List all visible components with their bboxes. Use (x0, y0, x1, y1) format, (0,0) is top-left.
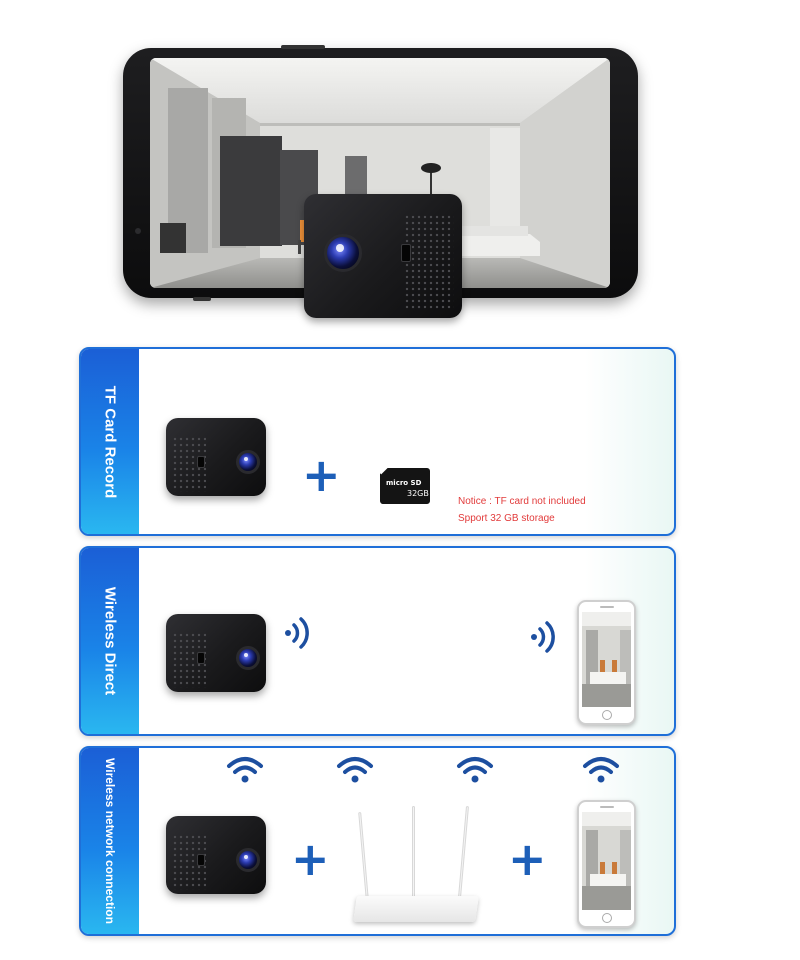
router-antenna (412, 806, 415, 898)
micro-sd-card: micro SD 32GB (380, 468, 430, 504)
plus-icon: + (291, 832, 330, 886)
card-tab: TF Card Record (81, 349, 139, 534)
plus-icon: + (508, 832, 547, 886)
phone-volume-button (193, 297, 211, 301)
camera-lens (236, 646, 260, 670)
living-room-image (150, 58, 610, 288)
camera-lens (236, 450, 260, 474)
room-thumbnail (582, 612, 631, 707)
hero-screen-livefeed (150, 58, 610, 288)
camera-usb-port (197, 854, 205, 866)
camera-lens (236, 848, 260, 872)
phone-speaker (599, 606, 614, 608)
camera-cube (166, 418, 266, 496)
card-tab: Wireless Direct (81, 548, 139, 734)
notice-text: Notice : TF card not included (458, 496, 586, 507)
signal-wave-icon (531, 621, 555, 653)
wifi-icon (337, 757, 373, 783)
card-title: TF Card Record (101, 385, 119, 498)
camera-cube (166, 816, 266, 894)
card-title: Wireless network connection (103, 758, 117, 924)
card-tab: Wireless network connection (81, 748, 139, 934)
phone-screen (582, 612, 631, 707)
camera-usb-port (401, 244, 411, 262)
camera-usb-port (197, 456, 205, 468)
phone-home-button (601, 913, 612, 923)
phone-front-camera (135, 228, 141, 234)
camera-cube (166, 614, 266, 692)
phone-screen (582, 812, 631, 910)
storage-text: Spport 32 GB storage (458, 513, 555, 524)
hero-phone (123, 45, 638, 301)
camera-lens (324, 234, 362, 272)
wifi-icon (583, 757, 619, 783)
smartphone-icon (577, 800, 636, 928)
plus-icon: + (302, 448, 341, 502)
signal-wave-icon (285, 617, 309, 649)
phone-home-button (601, 710, 612, 720)
wifi-icon (227, 757, 263, 783)
sd-card-capacity: 32GB (407, 489, 429, 498)
camera-grille (404, 214, 454, 309)
sd-card-brand: micro SD (386, 479, 422, 487)
camera-usb-port (197, 652, 205, 664)
phone-power-button (281, 45, 325, 49)
room-thumbnail (582, 812, 631, 910)
card-title: Wireless Direct (101, 586, 119, 696)
wifi-router (353, 896, 479, 922)
phone-speaker (599, 806, 614, 808)
wifi-icon (457, 757, 493, 783)
hero-camera-cube (304, 194, 462, 318)
smartphone-icon (577, 600, 636, 725)
